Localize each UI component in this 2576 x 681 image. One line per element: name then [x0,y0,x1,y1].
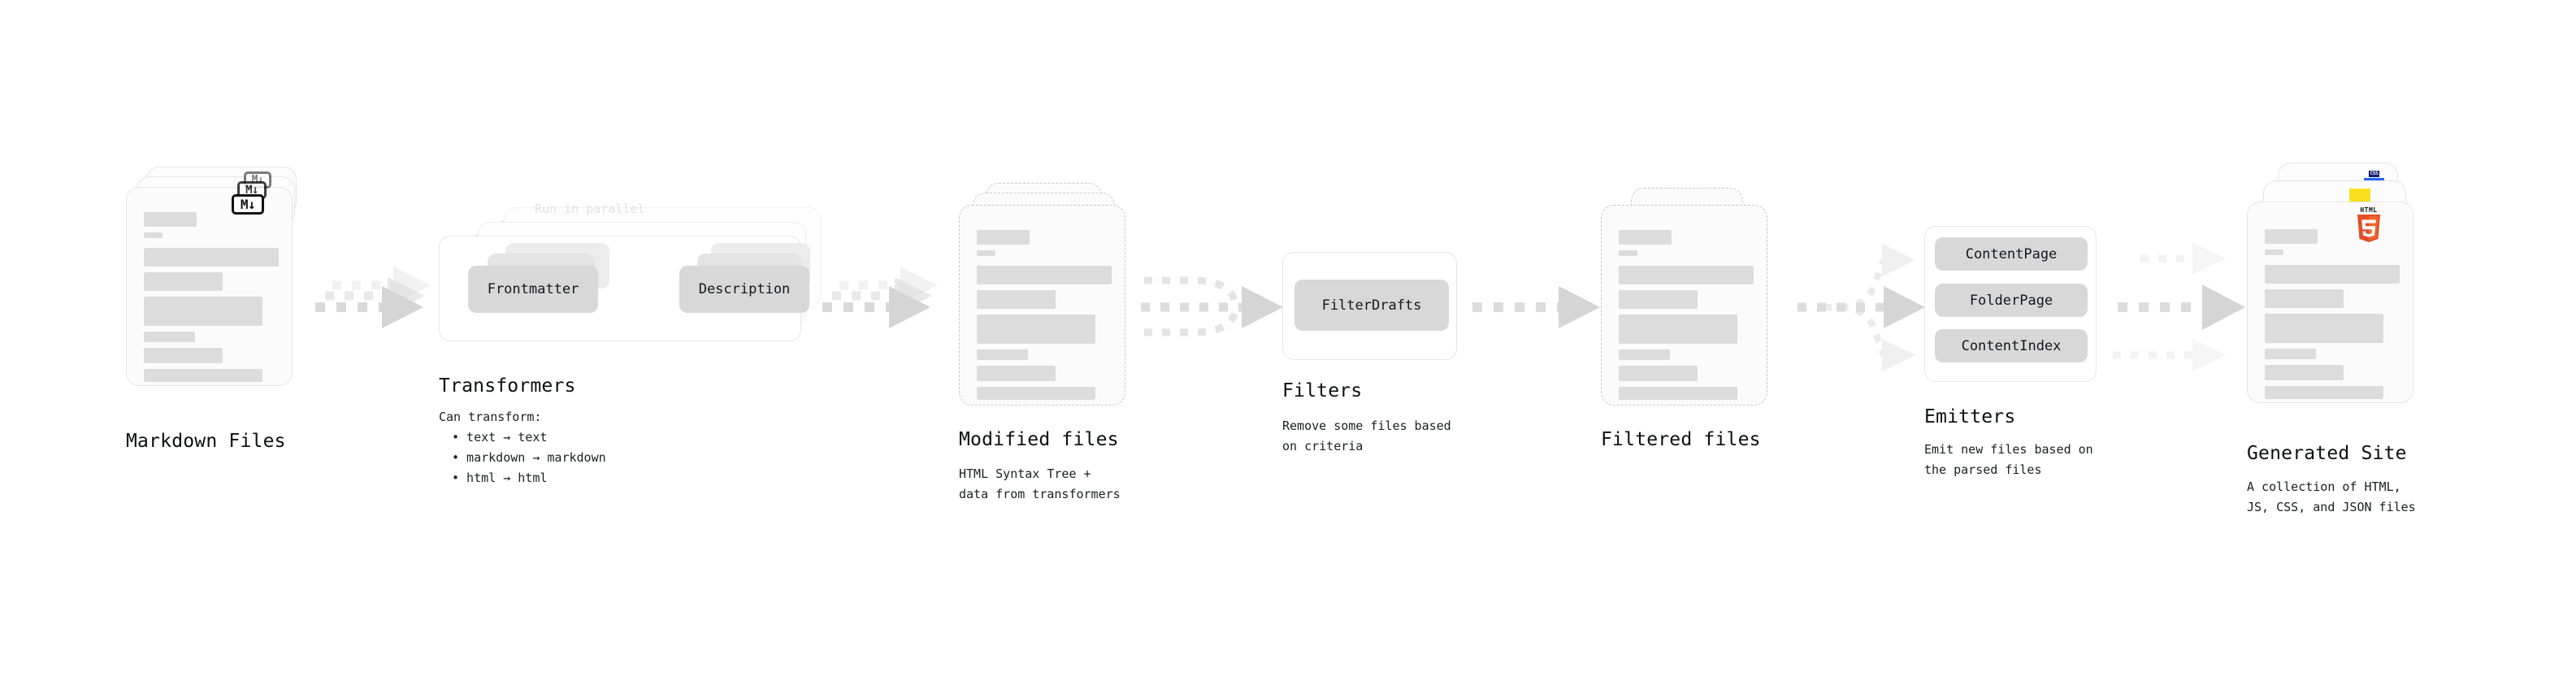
arrow-transformers-to-modified [822,267,938,328]
markdown-files-title: Markdown Files [126,431,286,452]
skeleton-bar [1619,387,1737,400]
skeleton-bar [144,248,279,267]
skeleton-bar [144,332,195,342]
contentpage-chip[interactable]: ContentPage [1935,237,2088,271]
emitters-caption-line-2: the parsed files [1924,462,2042,477]
skeleton-bar [977,266,1112,284]
skeleton-bar [977,349,1028,360]
skeleton-bar [977,314,1095,344]
filters-caption-line-2: on criteria [1282,439,1364,453]
skeleton-bar [144,232,163,238]
skeleton-bar [144,272,223,291]
skeleton-bar [1619,230,1672,245]
filtered-sheet-front [1601,205,1767,406]
markdown-sheet-front [126,187,293,386]
skeleton-bar [1619,349,1670,360]
skeleton-bar [977,366,1056,381]
transformers-caption-line-3: • html → html [452,471,548,485]
skeleton-bar [2265,249,2283,255]
css3-badge-bar [2364,178,2384,180]
css3-badge: CSS [2364,171,2384,180]
run-in-parallel-label: Run in parallel [535,202,645,216]
arrow-filtered-to-emitters [1798,244,1925,371]
markdown-badge: M↓ [232,194,264,215]
transformers-caption-line-2: • markdown → markdown [452,450,606,465]
skeleton-bar [2265,289,2344,308]
filters-caption-line-1: Remove some files based [1282,419,1451,433]
filtered-doc-stack [1601,183,1780,419]
skeleton-bar [977,290,1056,309]
skeleton-bar [1619,250,1637,256]
emitters-title: Emitters [1924,406,2016,427]
html5-shield-icon [2357,215,2380,242]
emitters-caption-line-1: Emit new files based on [1924,442,2093,457]
skeleton-bar [977,250,995,256]
arrow-filters-to-filtered [1472,286,1600,328]
skeleton-bar [977,387,1095,400]
filtered-files-title: Filtered files [1601,429,1761,450]
skeleton-bar [2265,386,2383,399]
js-badge [2349,189,2370,202]
html5-badge: HTML [2354,207,2383,244]
generated-sheet-front [2247,202,2413,403]
skeleton-bar [2265,365,2344,380]
generated-site-caption-line-1: A collection of HTML, [2247,479,2401,494]
modified-sheet-front [959,205,1125,406]
filterdrafts-chip[interactable]: FilterDrafts [1295,280,1449,331]
skeleton-bar [1619,314,1737,344]
skeleton-bar [144,297,262,326]
modified-files-caption-line-1: HTML Syntax Tree + [959,466,1091,481]
contentindex-chip[interactable]: ContentIndex [1935,329,2088,362]
skeleton-bar [977,230,1030,245]
stage-filtered-files[interactable] [1601,183,1780,419]
generated-doc-stack: CSS HTML [2247,163,2442,414]
skeleton-bar [144,212,197,227]
transformers-caption-line-1: • text → text [452,430,548,445]
filters-title: Filters [1282,380,1363,401]
skeleton-bar [2265,314,2383,343]
frontmatter-chip[interactable]: Frontmatter [468,266,598,313]
arrow-markdown-to-transformers [315,267,431,328]
stage-markdown-files[interactable]: M↓ M↓ M↓ [126,167,305,410]
skeleton-bar [2265,229,2318,244]
description-chip[interactable]: Description [679,266,809,313]
skeleton-bar [1619,266,1754,284]
arrow-emitters-to-generated [2113,242,2245,371]
html5-badge-word: HTML [2360,206,2378,214]
skeleton-bar [1619,366,1698,381]
arrow-modified-to-filters [1141,276,1283,336]
stage-modified-files[interactable] [959,183,1138,419]
stage-generated-site[interactable]: CSS HTML [2247,163,2442,414]
skeleton-bar [1619,290,1698,309]
skeleton-bar [144,348,223,363]
transformers-caption-head: Can transform: [439,410,542,424]
skeleton-bar [2265,265,2400,284]
skeleton-bar [2265,349,2316,359]
modified-files-title: Modified files [959,429,1119,450]
skeleton-bar [144,369,262,382]
transformers-title: Transformers [439,375,576,397]
modified-doc-stack [959,183,1138,419]
markdown-doc-stack: M↓ M↓ M↓ [126,167,305,410]
generated-site-title: Generated Site [2247,443,2407,464]
css3-badge-word: CSS [2368,171,2380,177]
generated-site-caption-line-2: JS, CSS, and JSON files [2247,500,2416,514]
folderpage-chip[interactable]: FolderPage [1935,284,2088,317]
modified-files-caption-line-2: data from transformers [959,487,1121,501]
